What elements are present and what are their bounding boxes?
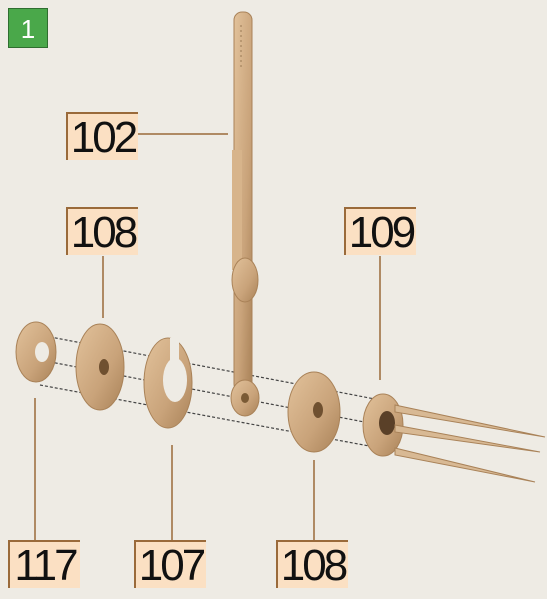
part-spacer-117 (16, 322, 56, 382)
part-cring-107 (144, 338, 192, 428)
step-number-badge: 1 (8, 8, 48, 48)
part-label-117: 117 (8, 540, 80, 588)
part-rod-102 (231, 12, 259, 416)
part-label-109: 109 (344, 207, 416, 255)
part-label-102: 102 (66, 112, 138, 160)
part-label-108-top: 108 (66, 207, 138, 255)
part-washer-108-right (288, 372, 340, 452)
part-label-108-bottom: 108 (276, 540, 348, 588)
part-pins (395, 405, 545, 482)
part-label-107: 107 (134, 540, 206, 588)
part-washer-108-left (76, 324, 124, 410)
